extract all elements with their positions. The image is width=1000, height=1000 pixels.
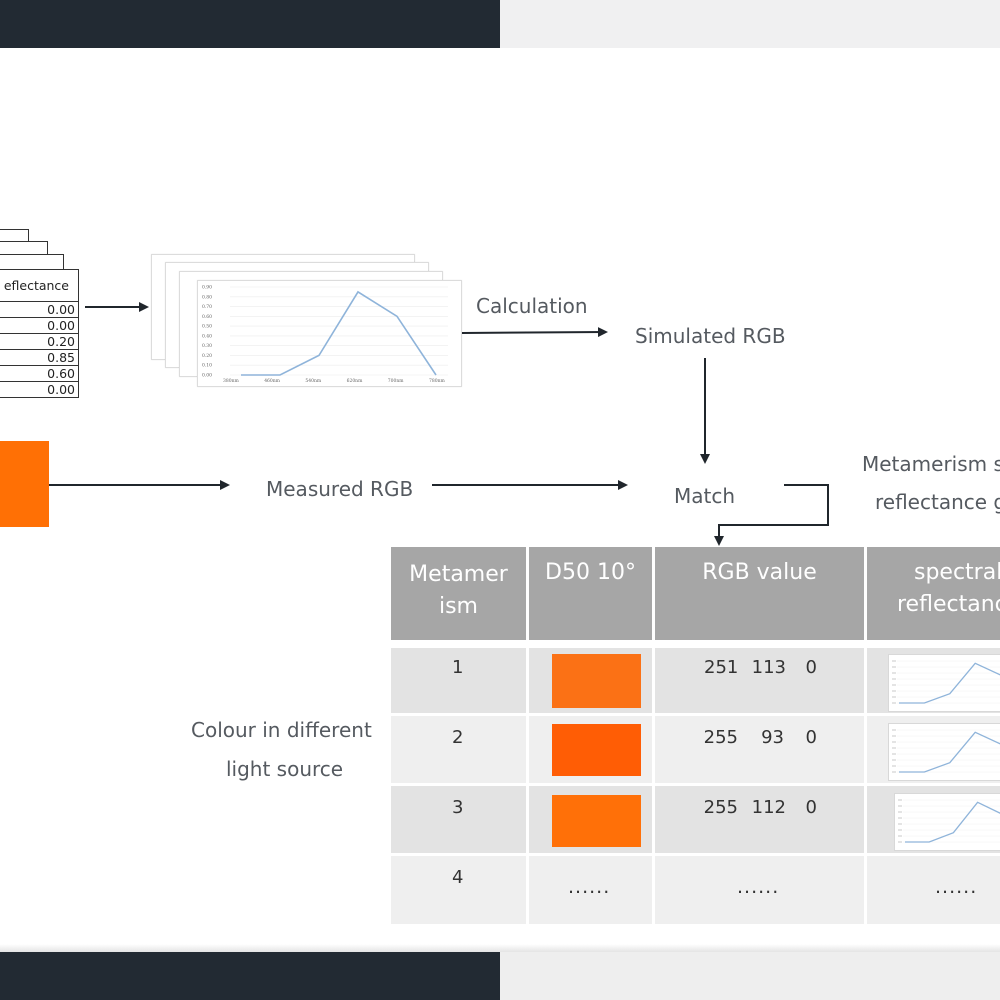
data-table-cell: 0.00	[0, 301, 79, 318]
row-2-g-value: 93	[761, 727, 784, 748]
row-3-index: 3	[452, 797, 464, 818]
chart-y-tick-label: 0.10	[202, 363, 212, 369]
colour-label-line1: Colour in different	[191, 718, 372, 742]
row-2-mini-chart-svg	[892, 729, 1000, 773]
metamerism-label-line2: reflectance g	[875, 490, 1000, 514]
header-metamerism-line1: Metamer	[409, 562, 508, 587]
reflectance-chart: 0.00 0.10 0.20 0.30 0.40 0.50 0.60 0.70 0.80 0.90…	[202, 285, 448, 384]
row-2-index: 2	[452, 727, 464, 748]
header-d50: D50 10°	[529, 547, 652, 640]
mini-chart-series-line	[899, 731, 1000, 773]
chart-y-tick-label: 0.30	[202, 343, 212, 349]
header-spectral-line2: reflectanc	[897, 592, 1000, 617]
row-2-color-swatch	[552, 724, 641, 776]
row-2-spectral-mini-chart	[888, 723, 1000, 781]
chart-y-tick-label: 0.70	[202, 304, 212, 310]
row-3-spectral-mini-chart	[894, 793, 1000, 851]
chart-x-tick-label: 700nm	[388, 378, 404, 384]
row-1-color-swatch	[552, 654, 641, 708]
calculation-label: Calculation	[476, 294, 588, 318]
chart-x-tick-label: 460nm	[264, 378, 280, 384]
row-1-g-value: 113	[751, 657, 786, 678]
row-4-spectral-ellipsis: ......	[935, 876, 978, 898]
table-row-4-spectral-cell	[867, 856, 1000, 924]
chart-y-tick-label: 0.90	[202, 285, 212, 291]
reflectance-data-table: eflectance 0.00 0.00 0.20 0.85 0.60 0.00	[0, 269, 79, 398]
row-4-index: 4	[452, 867, 464, 888]
arrow-match-to-table	[714, 484, 829, 546]
row-3-mini-chart-svg	[898, 799, 1000, 843]
chart-y-tick-label: 0.60	[202, 314, 212, 320]
row-3-g-value: 112	[751, 797, 786, 818]
chart-y-tick-label: 0.00	[202, 373, 212, 379]
bottom-bar-light	[500, 952, 1000, 1000]
table-row-4-index-cell	[391, 856, 526, 924]
header-rgb: RGB value	[655, 547, 864, 640]
data-table-header: eflectance	[0, 269, 79, 302]
row-3-b-value: 0	[805, 797, 817, 818]
table-row-3-rgb-cell	[655, 786, 864, 853]
row-1-spectral-mini-chart	[888, 654, 1000, 712]
header-d50-text: D50 10°	[545, 560, 636, 585]
table-row-1-rgb-cell	[655, 648, 864, 713]
chart-y-tick-label: 0.80	[202, 294, 212, 300]
orange-sample-swatch	[0, 441, 49, 527]
data-table-cell: 0.00	[0, 381, 79, 398]
colour-label-line2: light source	[226, 757, 344, 781]
chart-x-tick-label: 380nm	[223, 378, 239, 384]
top-bar-light	[500, 0, 1000, 48]
chart-y-tick-label: 0.50	[202, 324, 212, 330]
mini-chart-series-line	[905, 801, 1000, 843]
row-1-r-value: 251	[704, 657, 739, 678]
header-rgb-text: RGB value	[702, 560, 817, 585]
measured-rgb-label: Measured RGB	[266, 477, 414, 501]
table-row-4-rgb-cell	[655, 856, 864, 924]
bottom-bar-dark	[0, 952, 500, 1000]
row-2-r-value: 255	[703, 727, 738, 748]
mini-chart-series-line	[899, 662, 1000, 704]
table-row-1-index-cell	[391, 648, 526, 713]
row-1-index: 1	[452, 657, 464, 678]
header-spectral-line1: spectral	[914, 560, 1000, 585]
bottom-shadow	[0, 944, 1000, 952]
table-row-4-swatch-cell	[529, 856, 652, 924]
row-3-r-value: 255	[703, 797, 738, 818]
chart-y-tick-label: 0.40	[202, 333, 212, 339]
row-4-color-ellipsis: ......	[568, 876, 611, 898]
chart-y-tick-label: 0.20	[202, 353, 212, 359]
data-table-cell: 0.60	[0, 365, 79, 382]
row-4-rgb-ellipsis: ......	[737, 876, 780, 898]
header-metamerism: Metamer ism	[391, 547, 526, 640]
top-bar-dark	[0, 0, 500, 48]
row-1-mini-chart-svg	[892, 660, 1000, 704]
header-metamerism-line2: ism	[438, 594, 478, 619]
row-2-b-value: 0	[805, 727, 817, 748]
match-label: Match	[674, 484, 736, 508]
header-spectral: spectral reflectanc	[867, 547, 1000, 640]
table-row-3-index-cell	[391, 786, 526, 853]
chart-x-tick-label: 540nm	[305, 378, 321, 384]
arrow-to-simulated	[461, 327, 608, 338]
chart-x-tick-label: 620nm	[347, 378, 363, 384]
simulated-rgb-label: Simulated RGB	[635, 324, 786, 348]
table-row-2-rgb-cell	[655, 716, 864, 783]
reflectance-series-line	[241, 290, 437, 376]
row-1-b-value: 0	[805, 657, 817, 678]
table-row-2-index-cell	[391, 716, 526, 783]
data-table-cell: 0.00	[0, 317, 79, 334]
metamerism-label-line1: Metamerism s	[862, 452, 1000, 476]
reflectance-chart-sheet: 0.00 0.10 0.20 0.30 0.40 0.50 0.60 0.70 0.80 0.90…	[197, 280, 462, 387]
row-3-color-swatch	[552, 795, 641, 847]
chart-x-tick-label: 780nm	[429, 378, 445, 384]
